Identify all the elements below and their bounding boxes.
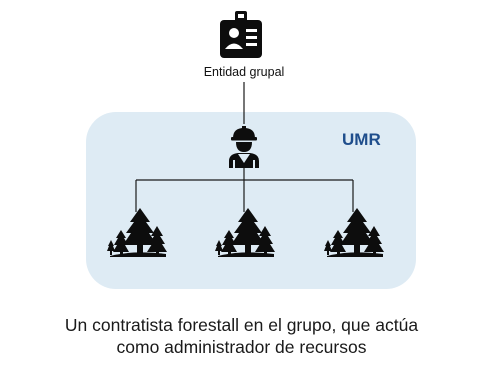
branch-connectors — [135, 168, 354, 212]
diagram-caption: Un contratista forestall en el grupo, qu… — [0, 314, 483, 358]
caption-line-1: Un contratista forestall en el grupo, qu… — [64, 315, 419, 335]
forestry-worker-hardhat-icon — [229, 126, 259, 168]
caption-line-2: como administrador de recursos — [116, 337, 367, 357]
group-entity-label: Entidad grupal — [195, 63, 293, 81]
umr-label: UMR — [342, 130, 381, 149]
id-badge-icon — [220, 11, 262, 58]
